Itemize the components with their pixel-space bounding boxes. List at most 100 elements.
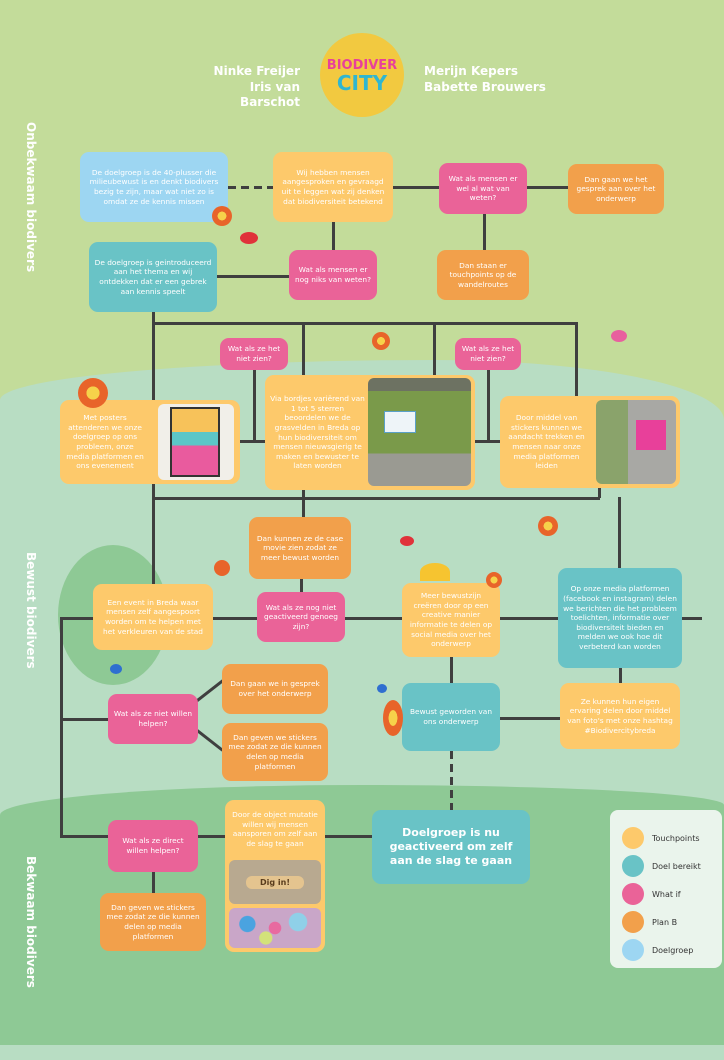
legend-item: What if [622, 880, 722, 908]
node-plan-b: Dan gaan we in gesprek over het onderwer… [222, 664, 328, 714]
connector [152, 870, 155, 894]
node-doelgroep: De doelgroep is de 40-plusser die milieu… [80, 152, 228, 222]
legend-label: Plan B [652, 917, 678, 927]
connector [60, 617, 63, 837]
connector [253, 370, 256, 440]
flower-icon [420, 563, 450, 581]
section-label: Bewust biodivers [24, 552, 38, 669]
flower-icon [78, 378, 108, 408]
connector [152, 484, 155, 498]
seed-paper-photo [229, 908, 321, 948]
connector [302, 490, 305, 518]
connector [152, 497, 155, 585]
connector [332, 222, 335, 250]
connector [619, 668, 622, 684]
node-what-if: Wat als ze nog niet geactiveerd genoeg z… [257, 592, 345, 642]
connector [618, 497, 621, 569]
node-plan-b: Dan kunnen ze de case movie zien zodat z… [249, 517, 351, 579]
connector [302, 322, 305, 377]
legend-swatch [622, 827, 644, 849]
node-plan-b: Dan geven we stickers mee zodat ze die k… [100, 893, 206, 951]
legend-swatch [622, 939, 644, 961]
butterfly-icon [110, 664, 122, 674]
connector [598, 488, 601, 498]
legend-label: Doelgroep [652, 945, 694, 955]
connector [450, 657, 453, 683]
node-what-if: Wat als mensen er wel al wat van weten? [439, 163, 527, 214]
node-touchpoint: Wij hebben mensen aangesproken en gevraa… [273, 152, 393, 222]
authors-left: Ninke Freijer Iris van Barschot [210, 64, 300, 111]
node-plan-b: Dan gaan we het gesprek aan over het ond… [568, 164, 664, 214]
poster-image [158, 404, 234, 480]
logo-text-bottom: CITY [336, 70, 388, 95]
rating-sign-photo [368, 378, 471, 486]
connector-dashed [228, 186, 273, 189]
connector [575, 322, 578, 398]
legend-label: Touchpoints [652, 833, 700, 843]
legend-swatch [622, 883, 644, 905]
connector [433, 322, 436, 377]
legend-label: What if [652, 889, 681, 899]
legend-swatch [622, 911, 644, 933]
node-what-if: Wat als ze direct willen helpen? [108, 820, 198, 872]
node-text: Met posters attenderen we onze doelgroep… [66, 413, 144, 471]
author-name: Ninke Freijer [213, 64, 300, 78]
node-what-if: Wat als ze het niet zien? [455, 338, 521, 370]
node-text: Door middel van stickers kunnen we aanda… [508, 413, 585, 471]
node-text: Via bordjes variërend van 1 tot 5 sterre… [270, 394, 365, 471]
node-what-if: Wat als mensen er nog niks van weten? [289, 250, 377, 300]
node-doel-bereikt: De doelgroep is geintroduceerd aan het t… [89, 242, 217, 312]
node-final-goal: Doelgroep is nu geactiveerd om zelf aan … [372, 810, 530, 884]
butterfly-icon [377, 684, 387, 693]
biodivercity-logo: BIODIVER CITY [320, 33, 404, 117]
connector [393, 186, 439, 189]
butterfly-icon [240, 232, 258, 244]
connector [527, 186, 568, 189]
connector [217, 275, 289, 278]
legend-swatch [622, 855, 644, 877]
node-touchpoint: Ze kunnen hun eigen ervaring delen door … [560, 683, 680, 749]
author-name: Merijn Kepers [424, 64, 518, 78]
connector [152, 312, 155, 402]
node-plan-b: Dan geven we stickers mee zodat ze die k… [222, 723, 328, 781]
butterfly-icon [400, 536, 414, 546]
flower-icon [372, 332, 390, 350]
node-plan-b: Dan staan er touchpoints op de wandelrou… [437, 250, 529, 300]
connector [300, 579, 303, 593]
node-doel-bereikt: Op onze media platformen (facebook en in… [558, 568, 682, 668]
legend-item: Touchpoints [622, 824, 722, 852]
author-name: Iris van Barschot [240, 79, 300, 110]
section-label: Bekwaam biodivers [24, 856, 38, 988]
connector [487, 370, 490, 440]
author-name: Babette Brouwers [424, 79, 546, 94]
connector [500, 717, 560, 720]
node-what-if: Wat als ze niet willen helpen? [108, 694, 198, 744]
connector [60, 718, 110, 721]
butterfly-icon [611, 330, 627, 342]
flower-icon [538, 516, 558, 536]
legend-item: Doelgroep [622, 936, 722, 964]
logo-text-top: BIODIVER [326, 57, 398, 73]
flower-icon [486, 572, 502, 588]
connector [152, 497, 600, 500]
flower-icon [212, 206, 232, 226]
flower-icon [383, 700, 403, 736]
node-text: Door de object mutatie willen wij mensen… [232, 810, 318, 848]
connector [483, 214, 486, 250]
legend: Touchpoints Doel bereikt What if Plan B … [610, 810, 722, 968]
dig-in-tool-photo: Dig in! [229, 860, 321, 904]
legend-item: Doel bereikt [622, 852, 722, 880]
sticker-photo [596, 400, 676, 484]
node-doel-bereikt: Bewust geworden van ons onderwerp [402, 683, 500, 751]
engraved-text: Dig in! [246, 875, 304, 889]
connector [240, 440, 265, 443]
legend-label: Doel bereikt [652, 861, 701, 871]
node-what-if: Wat als ze het niet zien? [220, 338, 288, 370]
flower-icon [214, 560, 230, 576]
connector-dashed [450, 751, 453, 810]
connector [682, 617, 702, 620]
connector [60, 835, 372, 838]
node-touchpoint: Een event in Breda waar mensen zelf aang… [93, 584, 213, 650]
node-touchpoint: Meer bewustzijn creëren door op een crea… [402, 583, 500, 657]
connector [475, 440, 500, 443]
